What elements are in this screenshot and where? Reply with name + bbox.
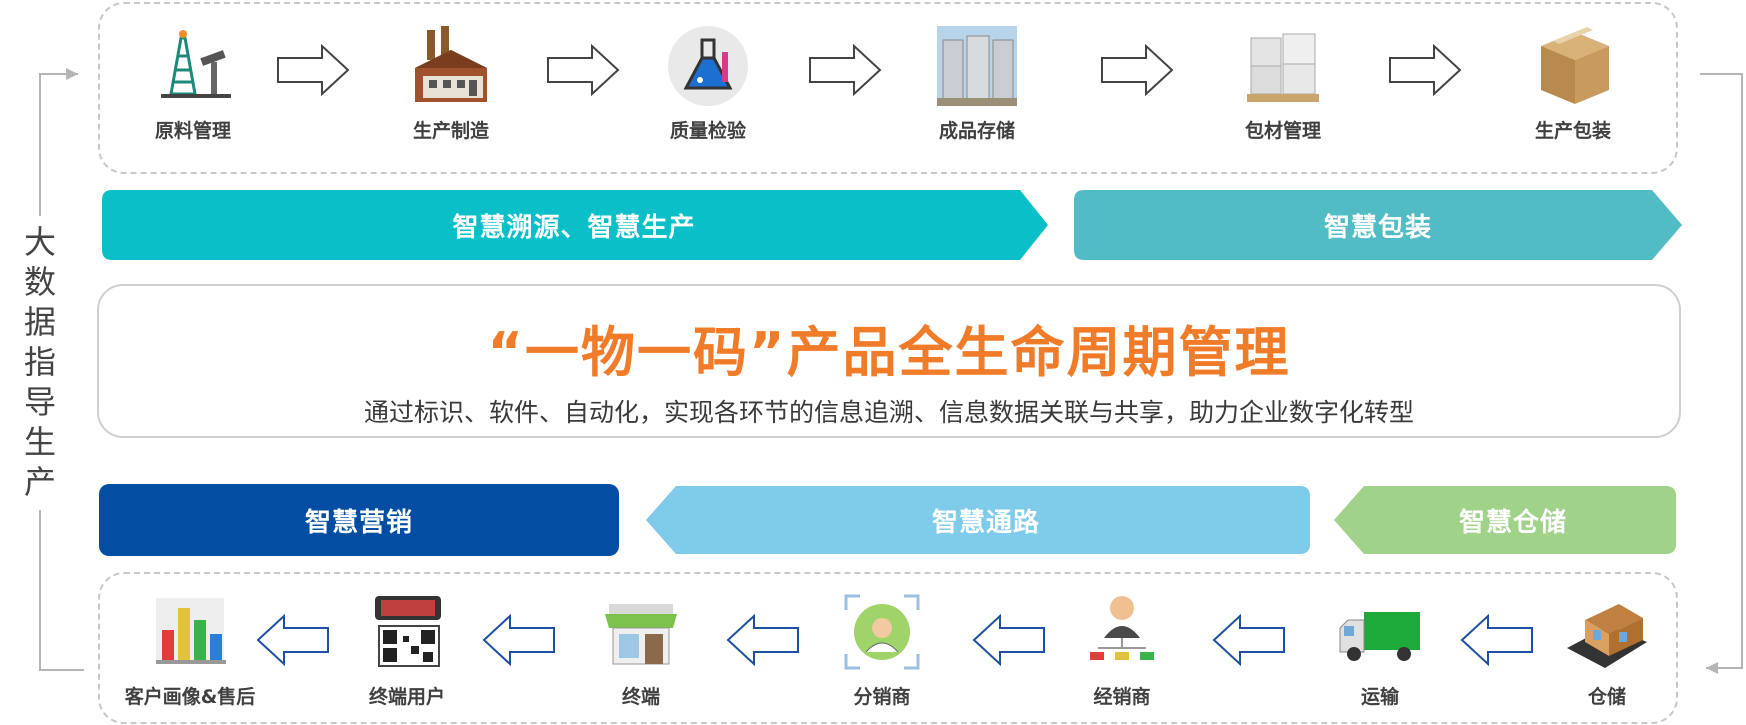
step-customer-profile: 客户画像&售后 [110,590,270,709]
band-smart-trace-production-shape [102,190,1048,260]
side-char: 大 [23,223,56,261]
warehouse-icon [1565,590,1649,674]
center-title: “一物一码”产品全生命周期管理 [487,321,1291,384]
distributor-icon [840,590,924,674]
storage-tanks-icon [935,24,1019,108]
flask-icon [666,24,750,108]
boxes-pallet-icon [1241,24,1325,108]
step-label: 质量检验 [669,120,746,142]
step-label: 仓储 [1587,686,1626,708]
step-label: 经销商 [1093,686,1151,708]
step-manufacturing: 生产制造 [391,24,511,143]
phone-qr-icon [365,590,449,674]
step-end-user: 终端用户 [347,590,467,709]
step-distributor: 分销商 [822,590,942,709]
step-label: 原料管理 [154,120,231,142]
left-arrow-icon [1212,614,1285,666]
bottom-process-box [98,572,1678,724]
right-arrow-icon [547,44,620,96]
center-title-box: “一物一码”产品全生命周期管理 通过标识、软件、自动化，实现各环节的信息追溯、信… [97,284,1681,438]
step-label: 生产包装 [1534,120,1611,142]
left-arrow-icon [1460,614,1533,666]
store-icon [599,590,683,674]
side-label-big-data: 大 数 据 指 导 生 产 [18,222,62,502]
dealer-network-icon [1080,590,1164,674]
center-subtitle: 通过标识、软件、自动化，实现各环节的信息追溯、信息数据关联与共享，助力企业数字化… [363,398,1414,427]
step-raw-material: 原料管理 [133,24,253,143]
side-char: 产 [23,463,56,501]
band-smart-trace-production: 智慧溯源、智慧生产 [452,212,696,243]
band-smart-packaging: 智慧包装 [1323,212,1432,243]
step-warehousing: 仓储 [1547,590,1667,709]
right-arrow-icon [277,44,350,96]
right-arrow-icon [809,44,882,96]
band-smart-marketing: 智慧营销 [99,484,619,556]
side-char: 据 [23,303,56,341]
side-char: 导 [23,383,56,421]
step-terminal: 终端 [581,590,701,709]
step-label: 生产制造 [412,120,489,142]
factory-icon [409,24,493,108]
side-char: 数 [23,263,56,301]
top-process-box [98,2,1678,174]
side-char: 生 [23,423,56,461]
left-arrow-icon [256,614,329,666]
side-char: 指 [23,343,56,381]
step-label: 终端 [621,686,660,708]
band-smart-warehousing: 智慧仓储 [1458,507,1567,538]
step-label: 终端用户 [368,686,445,708]
left-arrow-icon [972,614,1045,666]
band-smart-channel-shape [646,486,1310,554]
step-label: 包材管理 [1244,120,1321,142]
step-label: 成品存储 [938,120,1015,142]
step-label: 分销商 [853,686,911,708]
band-smart-warehousing-shape [1334,486,1676,554]
step-quality-inspection: 质量检验 [648,24,768,143]
left-arrow-icon [726,614,799,666]
band-smart-packaging-shape [1074,190,1682,260]
oil-pump-icon [151,24,235,108]
right-arrow-icon [1389,44,1462,96]
step-packaging-materials: 包材管理 [1223,24,1343,143]
step-transport: 运输 [1320,590,1440,709]
left-arrow-icon [482,614,555,666]
step-production-packaging: 生产包装 [1513,24,1633,143]
band-smart-channel: 智慧通路 [931,507,1040,538]
step-label: 运输 [1360,686,1399,708]
cardboard-box-icon [1531,24,1615,108]
step-label: 客户画像&售后 [124,686,256,708]
right-arrow-icon [1101,44,1174,96]
step-product-storage: 成品存储 [917,24,1037,143]
bar-chart-icon [148,590,232,674]
step-dealer: 经销商 [1062,590,1182,709]
truck-icon [1338,590,1422,674]
